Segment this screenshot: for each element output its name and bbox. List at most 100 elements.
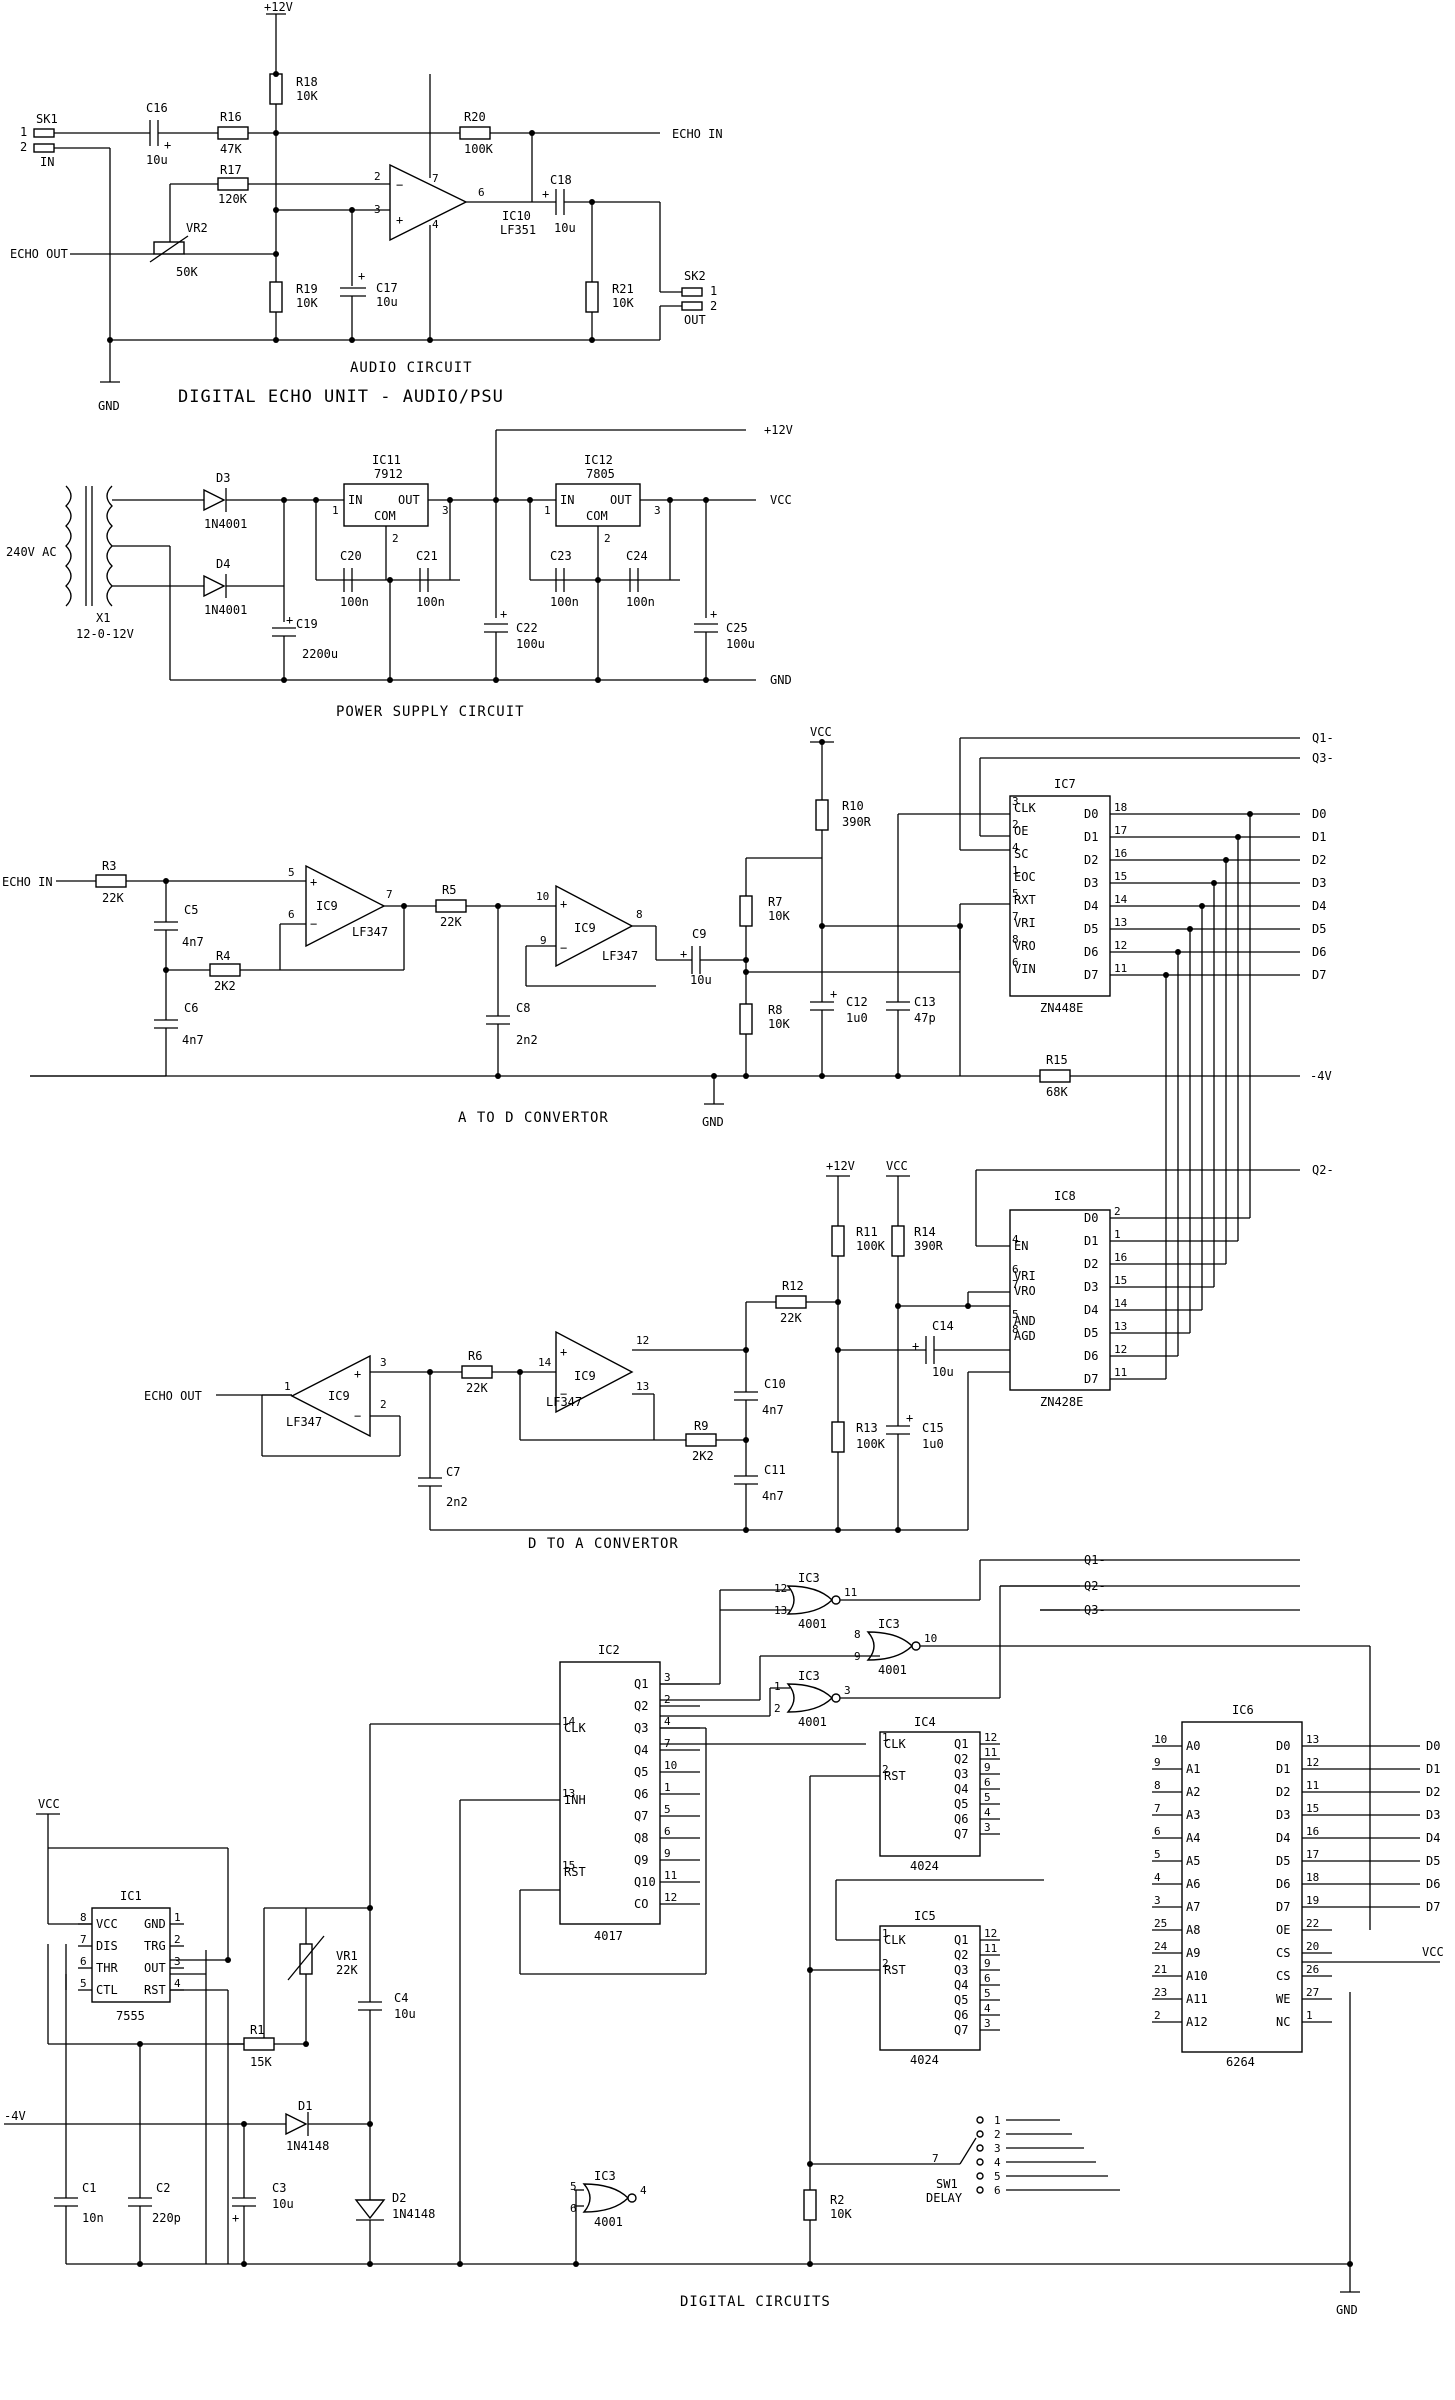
ic6-pin-number: 8 (1154, 1779, 1161, 1792)
r10-value: 390R (842, 815, 872, 829)
ic1-pin-name: DIS (96, 1939, 118, 1953)
dac-echo-out-net: ECHO OUT (144, 1389, 202, 1403)
ic8-pin-name: D5 (1084, 1326, 1098, 1340)
ic11-in: IN (348, 493, 362, 507)
ic6-label: IC6 (1232, 1703, 1254, 1717)
ic5-pin-number: 6 (984, 1972, 991, 1985)
c2-label: C2 (156, 2181, 170, 2195)
ic7-pin-name: CLK (1014, 801, 1036, 815)
ic8-pin-number: 7 (1012, 1278, 1019, 1291)
sw1-label: SW1 (936, 2177, 958, 2191)
nor-gate-body (582, 2183, 629, 2213)
power-supply-circuit: 240V AC X1 12-0-12V D3 1N4001 D4 1N4001 … (6, 423, 793, 720)
ic6-pin-name: A12 (1186, 2015, 1208, 2029)
ic2-pin-name: Q4 (634, 1743, 648, 1757)
adc-echo-in-net: ECHO IN (2, 875, 53, 889)
ic6-part: 6264 (1226, 2055, 1255, 2069)
nor-gate-bubble (831, 1595, 841, 1605)
ic8-pin-name: D6 (1084, 1349, 1098, 1363)
ic8-label: IC8 (1054, 1189, 1076, 1203)
ic9a-opamp (305, 864, 386, 948)
ic6-pin-name: NC (1276, 2015, 1290, 2029)
ic8-pin-number: 6 (1012, 1263, 1019, 1276)
sw1-pin7: 7 (932, 2152, 939, 2165)
sw1-value: DELAY (926, 2191, 963, 2205)
nor-gate-pin: 3 (844, 1684, 851, 1697)
digital-q1-net: Q1- (1084, 1553, 1106, 1567)
r6-resistor (461, 1365, 493, 1379)
ic7-pin-number: 1 (1012, 864, 1019, 877)
ic10-plus: + (396, 213, 403, 227)
ic7-pin-name: RXT (1014, 893, 1036, 907)
r7-label: R7 (768, 895, 782, 909)
r1-resistor (243, 2037, 275, 2051)
ic7-part: ZN448E (1040, 1001, 1083, 1015)
switch-contact-number: 2 (994, 2128, 1001, 2141)
r18-resistor (269, 73, 283, 105)
ic7-pin-number: 4 (1012, 841, 1019, 854)
x1-label: X1 (96, 611, 110, 625)
c8-value: 2n2 (516, 1033, 538, 1047)
nor-gate-pin: 4 (640, 2184, 647, 2197)
dac-vcc-net: VCC (886, 1159, 908, 1173)
ic8-pin-name: D3 (1084, 1280, 1098, 1294)
nor-gate-body (866, 1631, 913, 1661)
r10-label: R10 (842, 799, 864, 813)
ic11-label: IC11 (372, 453, 401, 467)
ic7-label: IC7 (1054, 777, 1076, 791)
ic8-pin-number: 12 (1114, 1343, 1127, 1356)
ic12-pin3: 3 (654, 504, 661, 517)
ic6-pin-name: CS (1276, 1946, 1290, 1960)
ic6-pin-number: 19 (1306, 1894, 1319, 1907)
ic4-pin-number: 5 (984, 1791, 991, 1804)
d4-diode (203, 574, 226, 598)
ic11-out: OUT (398, 493, 420, 507)
c22-label: C22 (516, 621, 538, 635)
ic6-pin-number: 27 (1306, 1986, 1319, 1999)
c16-label: C16 (146, 101, 168, 115)
ic10-label: IC10 (502, 209, 531, 223)
c15-plus: + (906, 1411, 913, 1425)
ic5-pin-name: Q7 (954, 2023, 968, 2037)
nor-gate-pin: 6 (570, 2202, 577, 2215)
ic6-pin-name: D0 (1276, 1739, 1290, 1753)
x1-value: 12-0-12V (76, 627, 134, 641)
ic6-pin-number: 20 (1306, 1940, 1319, 1953)
r18-value: 10K (296, 89, 318, 103)
d2-label: D2 (392, 2191, 406, 2205)
ic6-pin-name: D4 (1276, 1831, 1290, 1845)
ic2-label: IC2 (598, 1643, 620, 1657)
c14-label: C14 (932, 1319, 954, 1333)
ic8-pin-number: 1 (1114, 1228, 1121, 1241)
c18-value: 10u (554, 221, 576, 235)
r2-label: R2 (830, 2193, 844, 2207)
ic2-pin-name: Q6 (634, 1787, 648, 1801)
ic7-pin-name: VRO (1014, 939, 1036, 953)
ic6-pin-name: D2 (1276, 1785, 1290, 1799)
ic7-pin-number: 18 (1114, 801, 1127, 814)
ic7-pins: 3CLK2OE4SC1EOC5RXT7VRI8VRO6VIN18D017D116… (1012, 795, 1136, 982)
switch-contact (976, 2158, 984, 2166)
ic4-pin-number: 11 (984, 1746, 997, 1759)
ic1-pin-number: 6 (80, 1955, 87, 1968)
vr1-label: VR1 (336, 1949, 358, 1963)
ic2-counter-chip (559, 1661, 661, 1925)
ic2-pin-number: 6 (664, 1825, 671, 1838)
adc-gnd-label: GND (702, 1115, 724, 1129)
digital-gnd-label: GND (1336, 2303, 1358, 2317)
c13-label: C13 (914, 995, 936, 1009)
ic4-pin-number: 9 (984, 1761, 991, 1774)
ic4-pin-name: Q5 (954, 1797, 968, 1811)
ac-input-label: 240V AC (6, 545, 57, 559)
ic7-pin-name: D3 (1084, 876, 1098, 890)
r11-label: R11 (856, 1225, 878, 1239)
audio-supply-label: +12V (264, 0, 293, 14)
c16-value: 10u (146, 153, 168, 167)
r17-resistor (217, 177, 249, 191)
ic8-part: ZN428E (1040, 1395, 1083, 1409)
ic4-pin-number: 4 (984, 1806, 991, 1819)
ic1-pin-number: 8 (80, 1911, 87, 1924)
ic1-part: 7555 (116, 2009, 145, 2023)
ic8-pin-number: 15 (1114, 1274, 1127, 1287)
